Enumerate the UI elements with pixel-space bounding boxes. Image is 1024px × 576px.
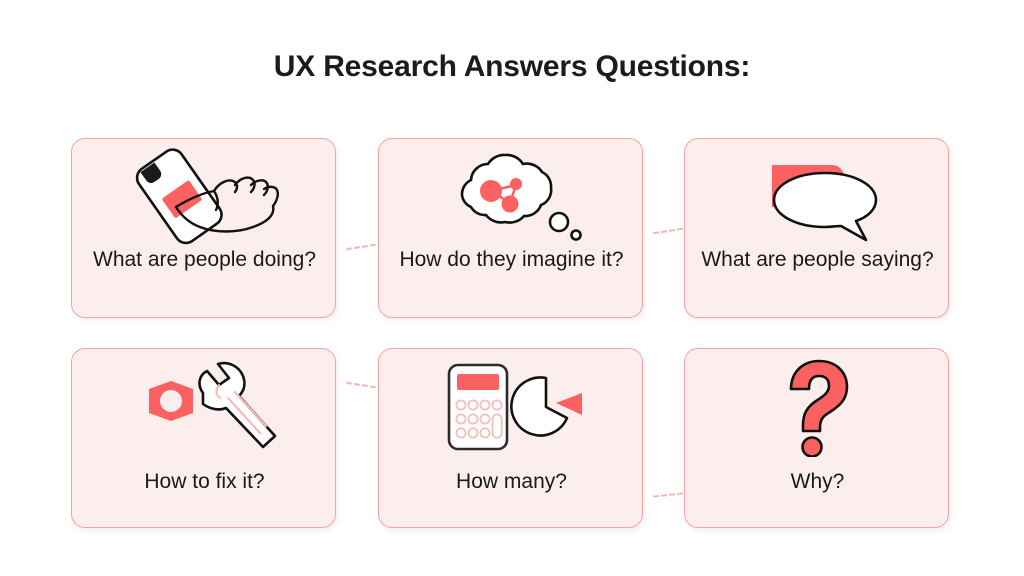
- calculator-pie-chart-icon: [379, 355, 644, 459]
- wrench: [197, 361, 276, 449]
- nut: [148, 381, 193, 421]
- card-label: What are people saying?: [701, 248, 934, 271]
- connector-card5-card6: [652, 492, 684, 498]
- connector-card1-card2: [346, 243, 376, 251]
- question-mark-icon: [685, 355, 950, 459]
- question-card-how-do-they-imagine-it[interactable]: How do they imagine it?: [378, 138, 643, 318]
- speech-bubble-icon: [685, 145, 950, 249]
- question-card-grid: What are people doing?: [71, 138, 953, 530]
- card-label: How many?: [456, 470, 567, 493]
- page-title: UX Research Answers Questions:: [273, 50, 751, 83]
- phone-tap-icon: [72, 145, 337, 249]
- pie-chart: [509, 376, 582, 437]
- connector-card4-card5: [346, 381, 376, 389]
- card-label: How to fix it?: [144, 470, 265, 493]
- question-card-what-are-people-doing[interactable]: What are people doing?: [71, 138, 336, 318]
- question-card-how-to-fix-it[interactable]: How to fix it?: [71, 348, 336, 528]
- wrench-nut-icon: [72, 355, 337, 459]
- card-label: Why?: [790, 470, 845, 493]
- card-label: What are people doing?: [93, 248, 316, 271]
- question-card-why[interactable]: Why?: [684, 348, 949, 528]
- calculator: [447, 363, 508, 451]
- card-label: How do they imagine it?: [399, 248, 624, 271]
- thought-cloud-icon: [379, 145, 644, 249]
- question-card-how-many[interactable]: How many?: [378, 348, 643, 528]
- question-card-what-are-people-saying[interactable]: What are people saying?: [684, 138, 949, 318]
- connector-card2-card3: [653, 227, 683, 235]
